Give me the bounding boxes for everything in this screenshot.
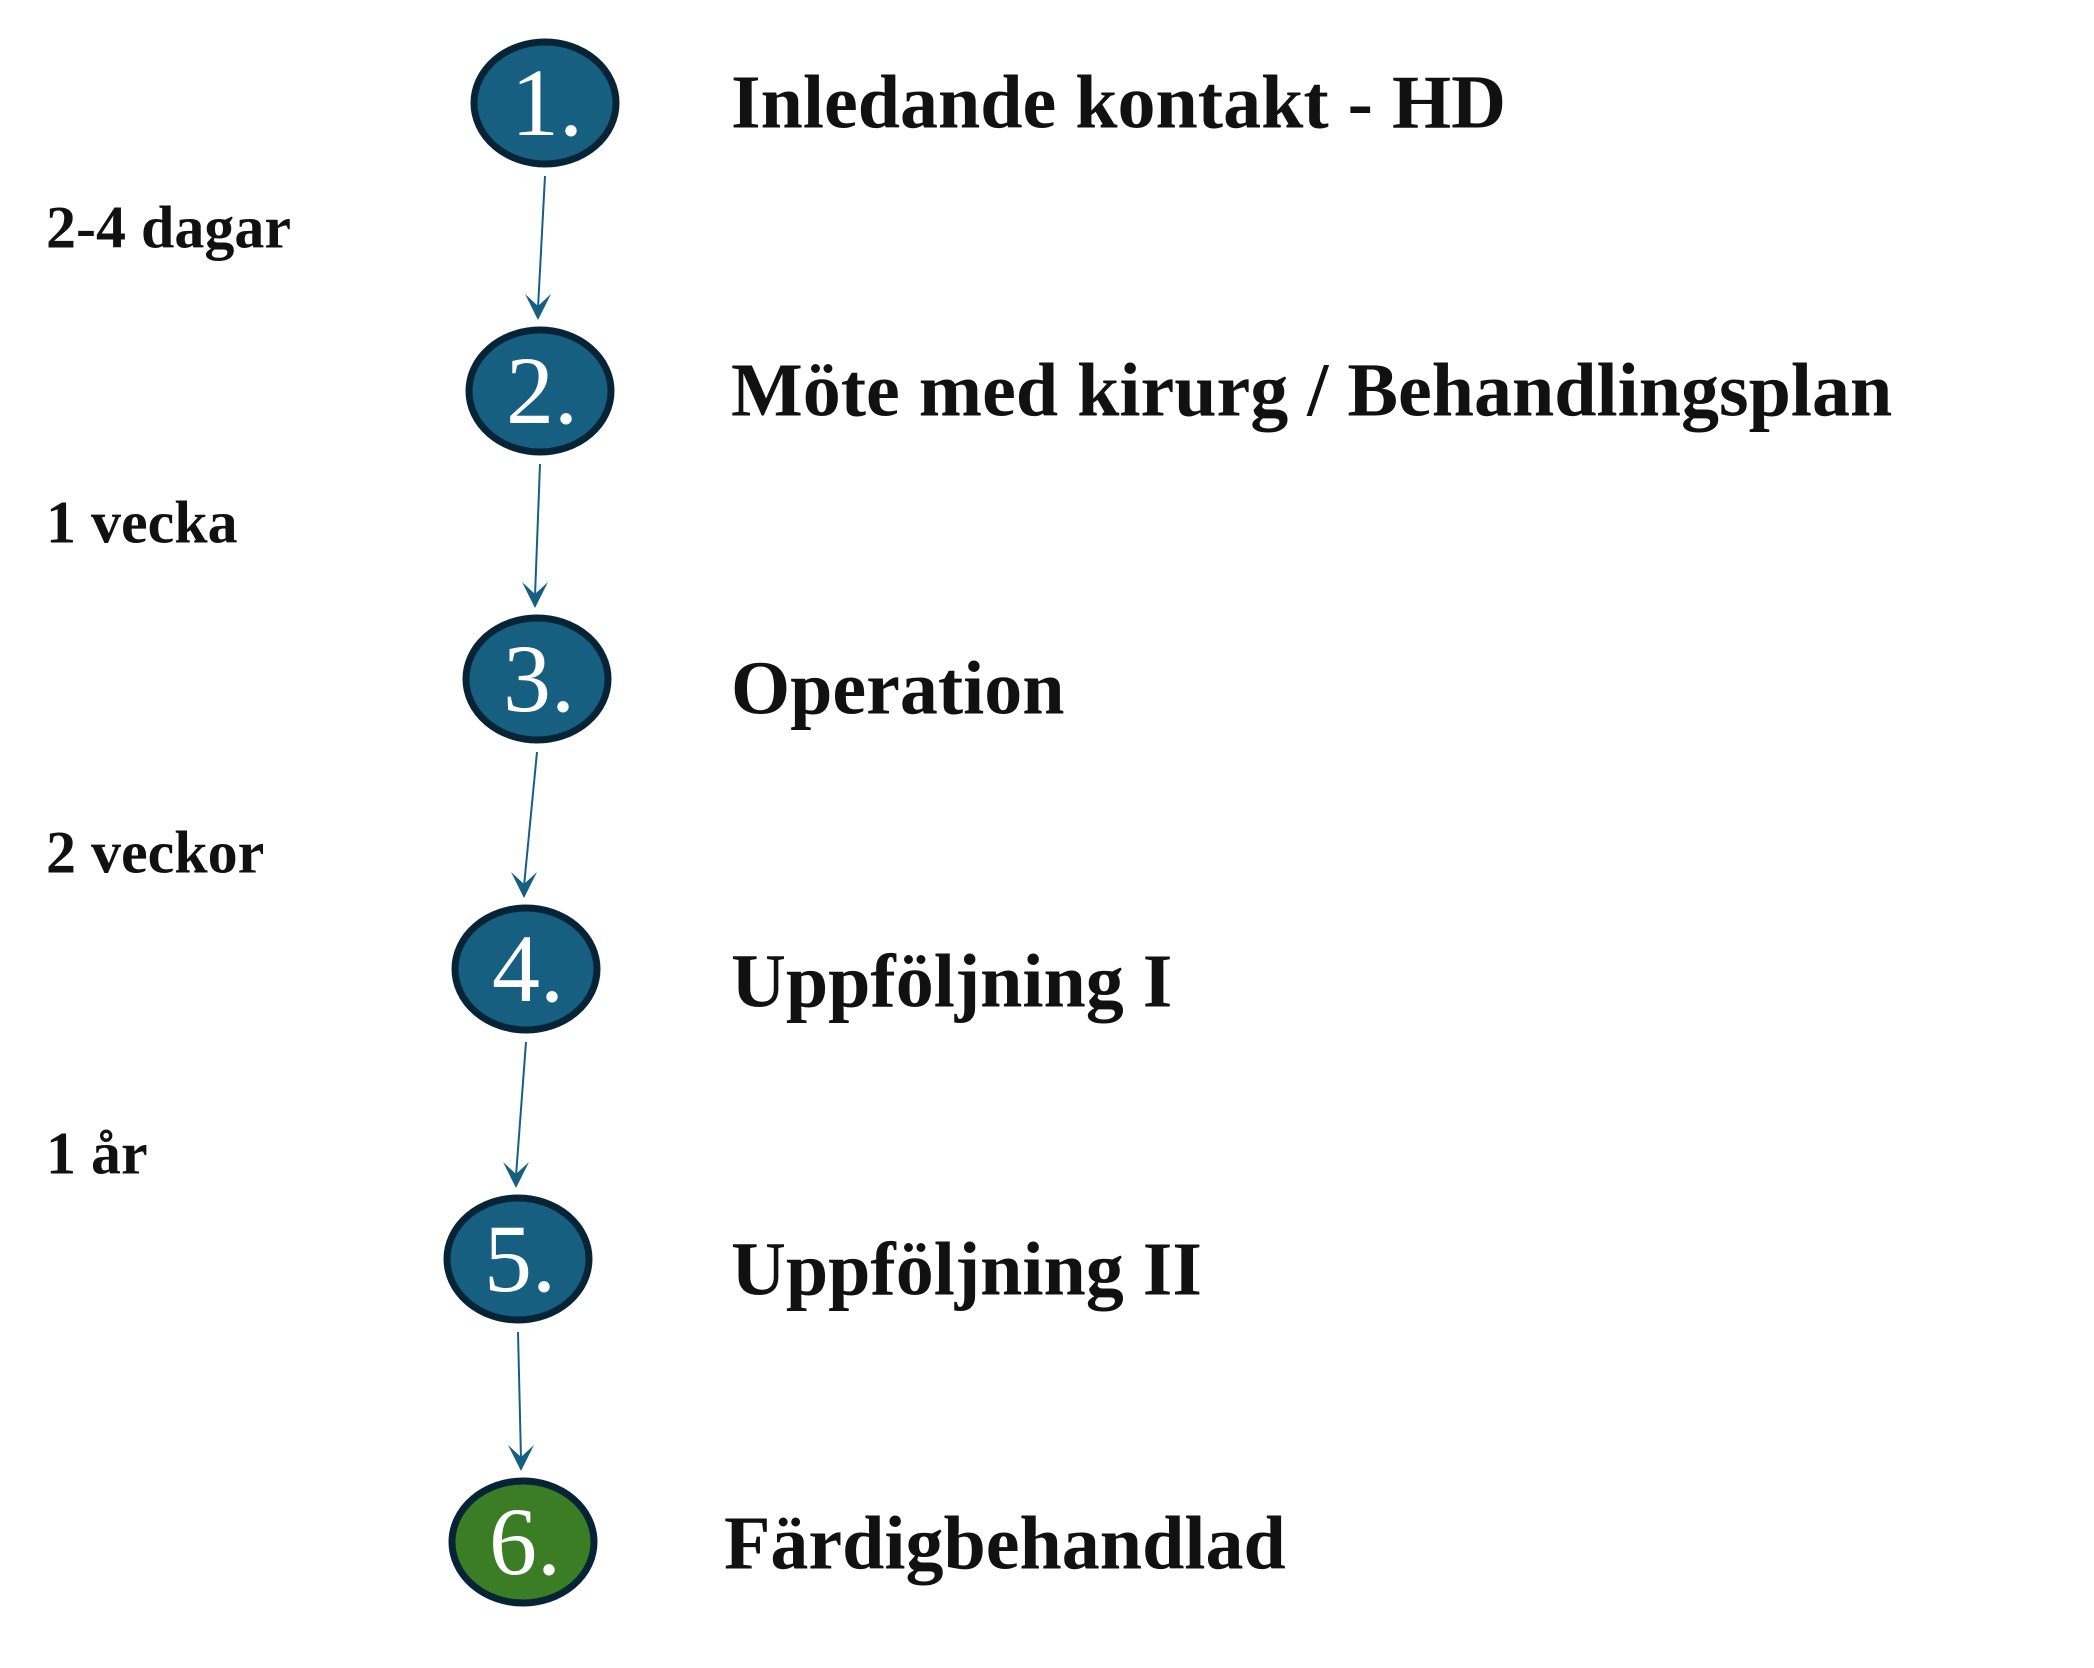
arrow-head-icon xyxy=(525,294,551,320)
arrow-head-icon xyxy=(508,1445,534,1471)
arrow-head-icon xyxy=(511,872,537,898)
step-number-4: 4. xyxy=(492,915,564,1022)
step-label-6: Färdigbehandlad xyxy=(724,1501,1286,1586)
step-circle-2 xyxy=(465,326,615,456)
step-circle-1 xyxy=(470,38,620,168)
duration-label-3: 2 veckor xyxy=(46,819,265,886)
arrow-head-icon xyxy=(522,582,548,608)
step-label-2: Möte med kirurg / Behandlingsplan xyxy=(731,348,1893,433)
arrow-line xyxy=(517,1331,522,1460)
step-circle-3 xyxy=(462,614,612,744)
step-label-5: Uppföljning II xyxy=(731,1227,1202,1312)
step-label-1: Inledande kontakt - HD xyxy=(731,60,1506,145)
step-label-3: Operation xyxy=(731,646,1065,731)
arrow-line xyxy=(537,175,546,309)
step-circle-6 xyxy=(448,1477,598,1607)
duration-label-4: 1 år xyxy=(46,1120,148,1187)
step-number-5: 5. xyxy=(484,1205,556,1312)
arrow-line xyxy=(534,463,541,597)
step-number-1: 1. xyxy=(511,49,583,156)
step-number-3: 3. xyxy=(503,625,575,732)
step-circle-4 xyxy=(451,904,601,1034)
step-number-6: 6. xyxy=(489,1488,561,1595)
step-number-2: 2. xyxy=(506,337,578,444)
step-circle-5 xyxy=(443,1194,593,1324)
duration-label-2: 1 vecka xyxy=(46,489,238,556)
arrow-line xyxy=(515,1041,527,1177)
step-label-4: Uppföljning I xyxy=(731,939,1173,1024)
arrow-head-icon xyxy=(503,1162,529,1188)
arrow-line xyxy=(523,751,538,887)
duration-label-1: 2-4 dagar xyxy=(46,194,291,261)
